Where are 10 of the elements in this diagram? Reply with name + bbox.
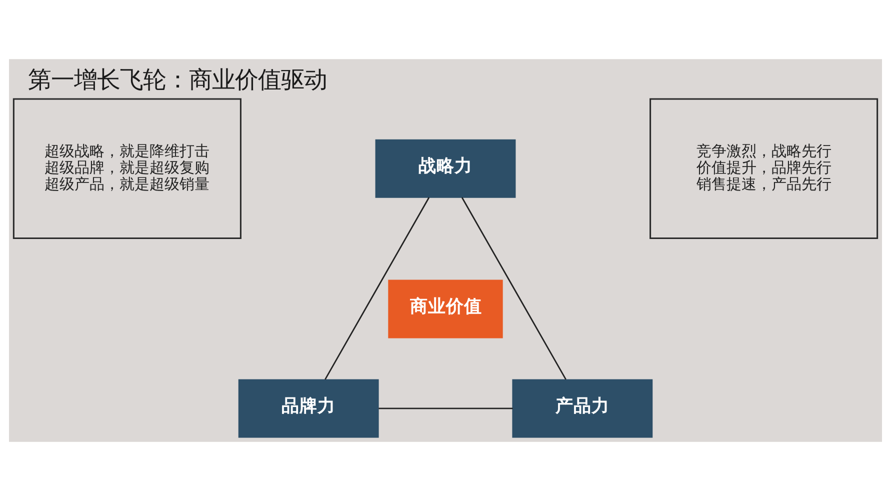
node-box: 超级战略，就是降维打击 超级品牌，就是超级复购 超级产品，就是超级销量 — [12, 98, 241, 238]
connector — [324, 196, 430, 380]
node-box: 商业价值 — [388, 279, 502, 338]
connector — [460, 196, 566, 380]
node-box: 战略力 — [374, 138, 516, 198]
connector — [378, 407, 512, 409]
node-box: 竞争激烈，战略先行 价值提升，品牌先行 销售提速，产品先行 — [649, 98, 878, 238]
diagram-title: 第一增长飞轮：商业价值驱动 — [28, 64, 327, 93]
node-box: 品牌力 — [238, 378, 378, 438]
node-box: 产品力 — [512, 378, 652, 438]
